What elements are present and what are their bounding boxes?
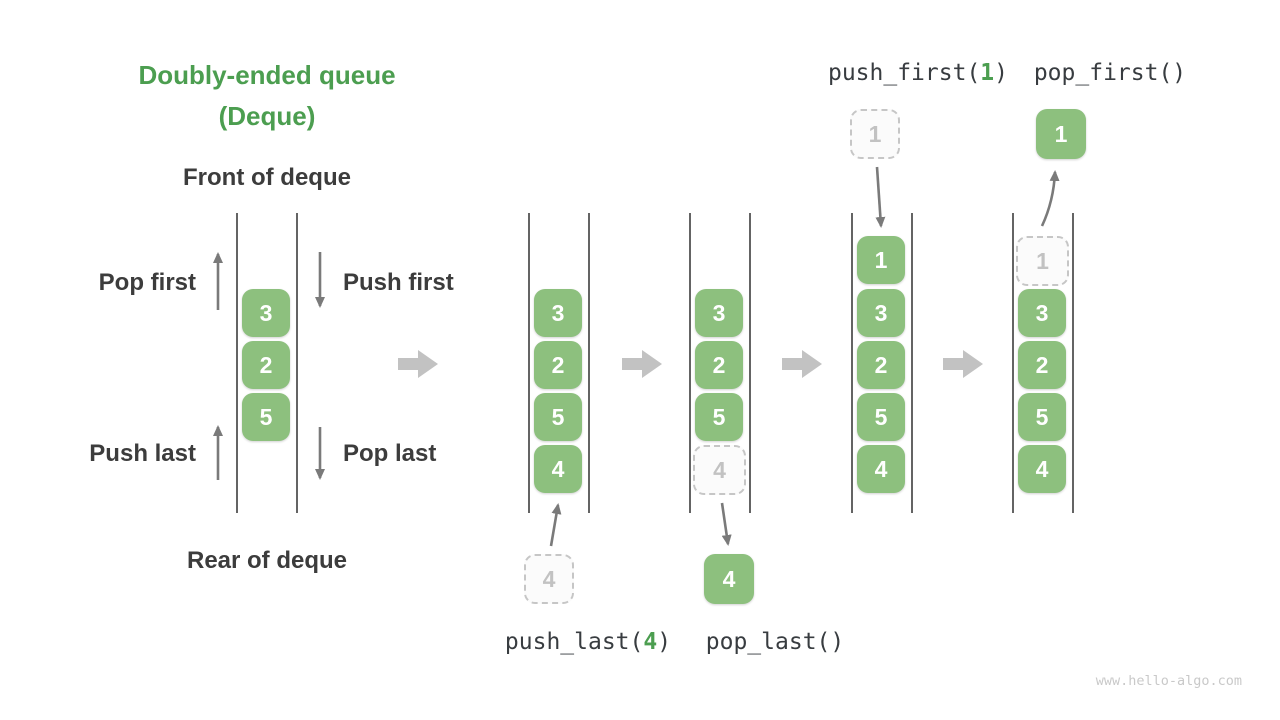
queue-cell: 5 <box>1018 393 1066 441</box>
cell-value: 5 <box>551 403 565 430</box>
cell-value: 1 <box>1054 120 1068 147</box>
queue-cell: 2 <box>857 341 905 389</box>
code-arg: 1 <box>980 60 995 86</box>
code-text: ) <box>994 60 1009 86</box>
cell-value: 4 <box>551 455 565 482</box>
pop-last-removed-item: 4 <box>704 554 754 604</box>
queue-cell: 2 <box>242 341 290 389</box>
push-first-code-label: push_first(1) <box>828 60 1008 86</box>
cell-value: 3 <box>259 299 273 326</box>
queue-cell: 5 <box>857 393 905 441</box>
cell-value: 1 <box>868 120 882 147</box>
queue-cell: 4 <box>857 445 905 493</box>
cell-value: 4 <box>1035 455 1049 482</box>
cell-value: 1 <box>1036 247 1049 274</box>
queue-cell: 5 <box>534 393 582 441</box>
queue-cell: 3 <box>534 289 582 337</box>
queue-cell: 5 <box>695 393 743 441</box>
push-first-label: Push first <box>343 269 454 296</box>
queue-cell: 2 <box>695 341 743 389</box>
queue-during-pop-first: 1 3 2 5 4 <box>1012 213 1074 513</box>
page-title-line1: Doubly-ended queue <box>138 60 396 90</box>
cell-value: 5 <box>874 403 888 430</box>
cell-value: 1 <box>874 246 888 273</box>
queue-initial: 3 2 5 <box>236 213 298 513</box>
pop-last-code-label: pop_last() <box>706 629 844 655</box>
cell-value: 5 <box>1035 403 1049 430</box>
cell-value: 2 <box>551 351 565 378</box>
cell-value: 3 <box>874 299 888 326</box>
push-first-incoming-item: 1 <box>850 109 900 159</box>
queue-cell: 2 <box>534 341 582 389</box>
pop-last-label: Pop last <box>343 440 437 467</box>
queue-during-pop-last: 3 2 5 4 <box>689 213 751 513</box>
queue-cell: 3 <box>857 289 905 337</box>
pop-first-removed-item: 1 <box>1036 109 1086 159</box>
queue-cell: 3 <box>695 289 743 337</box>
queue-cell: 4 <box>1018 445 1066 493</box>
queue-cell-ghost: 4 <box>693 445 746 495</box>
queue-after-push-last: 3 2 5 4 <box>528 213 590 513</box>
flow-arrow-icon <box>398 350 438 378</box>
pop-first-label: Pop first <box>98 269 196 296</box>
code-text: pop_last() <box>705 629 845 655</box>
push-last-incoming-item: 4 <box>524 554 574 604</box>
cell-value: 2 <box>874 351 888 378</box>
push-last-code-label: push_last(4) <box>505 629 671 655</box>
cell-value: 3 <box>712 299 726 326</box>
queue-cell: 2 <box>1018 341 1066 389</box>
pop-first-code-label: pop_first() <box>1034 60 1186 86</box>
cell-value: 2 <box>712 351 726 378</box>
rear-of-deque-label: Rear of deque <box>186 547 348 574</box>
cell-value: 2 <box>259 351 273 378</box>
cell-value: 5 <box>712 403 726 430</box>
flow-arrow-icon <box>782 350 822 378</box>
queue-after-push-first: 1 3 2 5 4 <box>851 213 913 513</box>
queue-cell: 3 <box>1018 289 1066 337</box>
page-title-line2: (Deque) <box>218 101 316 131</box>
cell-value: 4 <box>722 565 736 592</box>
watermark: www.hello-algo.com <box>1095 673 1242 689</box>
code-text: push_first( <box>827 60 981 86</box>
queue-cell: 4 <box>534 445 582 493</box>
cell-value: 3 <box>1035 299 1049 326</box>
queue-cell-ghost: 1 <box>1016 236 1069 286</box>
push-last-label: Push last <box>89 440 196 467</box>
cell-value: 2 <box>1035 351 1049 378</box>
code-text: pop_first() <box>1033 60 1187 86</box>
code-arg: 4 <box>643 629 658 655</box>
cell-value: 4 <box>874 455 888 482</box>
flow-arrow-icon <box>622 350 662 378</box>
cell-value: 4 <box>713 456 726 483</box>
flow-arrow-icon <box>943 350 983 378</box>
cell-value: 4 <box>542 565 556 592</box>
front-of-deque-label: Front of deque <box>183 164 351 191</box>
code-text: push_last( <box>504 629 644 655</box>
cell-value: 5 <box>259 403 273 430</box>
queue-cell: 3 <box>242 289 290 337</box>
queue-cell: 5 <box>242 393 290 441</box>
queue-cell: 1 <box>857 236 905 284</box>
code-text: ) <box>657 629 672 655</box>
cell-value: 3 <box>551 299 565 326</box>
